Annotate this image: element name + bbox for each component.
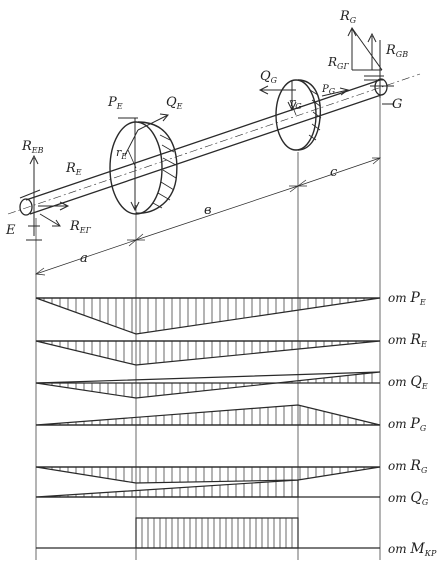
dimension-lines [35,98,381,560]
shaft-axis [7,73,421,215]
shaft-end-G [374,78,388,96]
force-arrows-E [118,113,169,212]
diagram-R-G [35,466,381,484]
diagram-Q-E-outline [35,371,381,399]
diagram-P-E [35,297,381,335]
moment-diagrams [35,297,381,549]
label-Q-G: QG [260,69,278,85]
row-label-M-KR: от MКР [388,541,437,558]
dim-b: в [204,203,212,218]
shaft-labels: REB RE REГ E PE QE rE QG rG RG RGB RGГ P… [5,9,408,266]
label-R-E-support: RE [65,161,82,177]
label-P-G: PG [321,84,336,96]
diagram-M-KR [36,517,380,549]
label-R-EG: REГ [69,219,92,235]
row-label-Q-G: от QG [388,490,429,507]
label-R-GG: RGГ [327,55,349,71]
label-r-E: rE [116,146,127,161]
force-arrows-G [258,80,350,112]
row-label-R-E: от RE [388,332,427,349]
label-Q-E: QE [166,95,183,111]
dim-a: a [80,251,88,266]
label-P-E: PE [107,95,123,111]
label-R-GB: RGB [385,43,408,59]
diagram-R-E [35,340,381,366]
shaft-assembly [7,26,421,560]
label-R-EB: REB [21,139,44,155]
diagram-P-G-outline [35,404,381,426]
row-label-P-G: от PG [388,416,427,433]
diagram-R-G-outline [35,466,381,484]
row-label-Q-E: от QE [388,374,428,391]
shaft [25,79,385,215]
shaft-end-E [19,198,33,216]
label-end-E: E [5,223,16,238]
diagram-M-KR-outline [135,517,299,549]
diagram-Q-G [35,479,380,498]
diagram-P-E-outline [35,297,381,335]
diagram-P-G [35,404,381,426]
diagram-Q-E [35,371,381,399]
diagram-R-E-outline [35,340,381,366]
row-labels: от PE от RE от QE от PG от RG от QG от M… [388,290,437,558]
row-label-P-E: от PE [388,290,426,307]
label-r-G: rG [290,96,302,111]
row-label-R-G: от RG [388,458,428,475]
support-G [347,26,394,105]
label-R-G: RG [339,9,357,25]
dim-c: c [330,165,338,180]
support-E [19,154,70,241]
label-end-G: G [392,97,402,112]
